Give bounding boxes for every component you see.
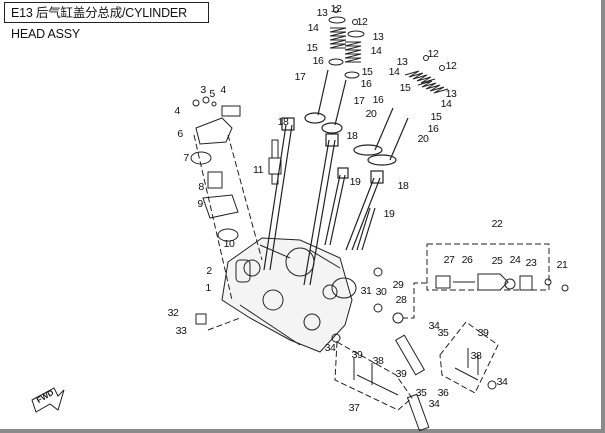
callout: 12 [445,59,457,72]
page-title: E13 后气缸盖分总成/CYLINDER HEAD ASSY [4,2,209,41]
callout: 30 [375,285,387,298]
callout: 5 [209,87,215,100]
callout: 18 [346,129,358,142]
callout: 20 [417,132,429,145]
callout: 35 [415,386,427,399]
callout: 16 [312,54,324,67]
callout: 33 [175,324,187,337]
callout: 17 [294,70,306,83]
callout: 37 [348,401,360,414]
valves [304,69,409,166]
callout: 13 [316,6,328,19]
callout: 14 [370,44,382,57]
callout: 19 [349,175,361,188]
callout: 20 [365,107,377,120]
callout: 6 [177,127,183,140]
rocker-groups [195,313,499,432]
callout: 38 [372,354,384,367]
callout: 12 [427,47,439,60]
callout: 16 [427,122,439,135]
callout: 39 [395,367,407,380]
callout: 18 [277,115,289,128]
callout: 3 [200,83,206,96]
callout: 1 [205,281,211,294]
callout: 14 [440,97,452,110]
callout: 25 [491,254,503,267]
callout: 4 [174,104,180,117]
callout: 29 [392,278,404,291]
callout: 18 [397,179,409,192]
callout: 15 [430,110,442,123]
callout: 35 [437,326,449,339]
thermostat-housing [190,96,263,301]
callout: 34 [428,319,440,332]
callout: 38 [470,349,482,362]
fwd-arrow [31,387,65,413]
callout: 21 [556,258,568,271]
spark-plug [268,139,282,185]
cylinder-head [221,237,353,353]
callout: 28 [395,293,407,306]
callout: 27 [443,253,455,266]
callout: 14 [388,65,400,78]
callout: 19 [383,207,395,220]
valve-springs [328,7,449,94]
callout: 9 [197,197,203,210]
callout: 26 [461,253,473,266]
callout: 13 [396,55,408,68]
callout: 34 [428,397,440,410]
callout: 12 [356,15,368,28]
callout: 22 [491,217,503,230]
callout: 17 [353,94,365,107]
callout: 15 [361,65,373,78]
callout: 39 [477,326,489,339]
callout: 13 [445,87,457,100]
callout: 8 [198,180,204,193]
callout: 15 [306,41,318,54]
callout: 16 [360,77,372,90]
callout: 13 [372,30,384,43]
tensioner-group [331,243,569,324]
callout: 34 [496,375,508,388]
callout: 12 [330,2,342,15]
callout: 14 [307,21,319,34]
callout: 34 [324,341,336,354]
callout: 36 [437,386,449,399]
callout: 4 [220,83,226,96]
callout: 10 [223,237,235,250]
callout: 11 [253,163,263,176]
callout: 31 [360,284,372,297]
callout: 24 [509,253,521,266]
head-bolts [263,117,384,286]
callout: 32 [167,306,179,319]
callout: 15 [399,81,411,94]
callout: 2 [206,264,212,277]
callout: 23 [525,256,537,269]
callout: 39 [351,348,363,361]
callout: 16 [372,93,384,106]
callout: 7 [183,151,189,164]
